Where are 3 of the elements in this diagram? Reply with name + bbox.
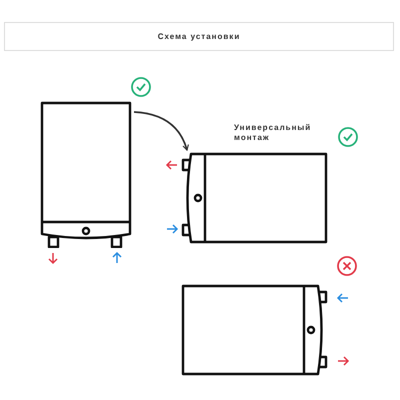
mounting-caption: Универсальный монтаж	[234, 123, 312, 143]
curved-arrow	[134, 111, 189, 151]
title-banner: Схема установки	[4, 22, 394, 51]
